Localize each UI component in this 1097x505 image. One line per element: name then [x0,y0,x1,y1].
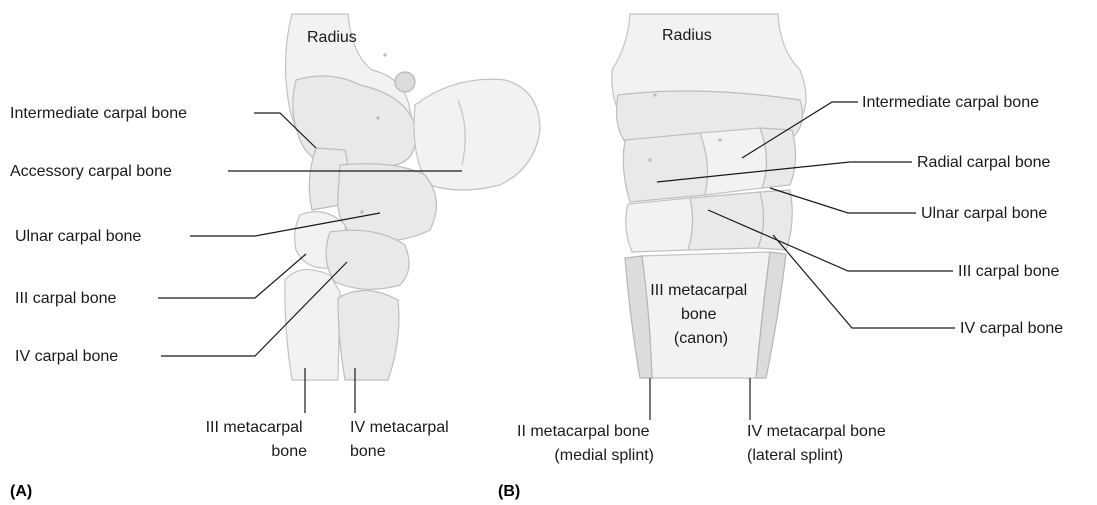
panel-a-third-metacarpal-label: III metacarpal bone [206,419,307,460]
panel-b-second-metacarpal-line-1: II metacarpal bone [517,423,650,440]
panel-b-third-carpal-label: III carpal bone [958,263,1060,280]
panel-b-tag: (B) [498,483,520,500]
panel-b-third-carpal-bone [688,192,764,250]
panel-a-radius-label: Radius [307,29,357,46]
panel-b-canon-line-2: bone [681,306,717,323]
panel-b-intermediate-carpal-label: Intermediate carpal bone [862,94,1039,111]
panel-a-accessory-carpal-label: Accessory carpal bone [10,163,172,180]
panel-b-fourth-carpal-label: IV carpal bone [960,320,1063,337]
panel-b-fourth-metacarpal-line-1: IV metacarpal bone [747,423,886,440]
panel-b-canon-line-1: III metacarpal [650,282,747,299]
panel-b-fourth-carpal-bone [758,190,792,250]
panel-b-fourth-metacarpal-label: IV metacarpal bone (lateral splint) [747,423,890,464]
panel-a-tag: (A) [10,483,32,500]
panel-a-accessory-carpal-bone [414,79,540,190]
panel-b-fourth-carpal-leader [773,235,955,328]
panel-a-ulnar-carpal-label: Ulnar carpal bone [15,228,141,245]
panel-a-fourth-carpal-label: IV carpal bone [15,348,118,365]
panel-b-canon-line-3: (canon) [674,330,728,347]
panel-a-fourth-metacarpal-label: IV metacarpal bone [350,419,453,460]
panel-a-fourth-metacarpal-line-2: bone [350,443,386,460]
panel-a-fourth-metacarpal-line-1: IV metacarpal [350,419,449,436]
panel-b-radius-label: Radius [662,27,712,44]
panel-b-second-metacarpal-label: II metacarpal bone (medial splint) [517,423,654,464]
panel-a-third-carpal-label: III carpal bone [15,290,117,307]
panel-a-intermediate-carpal-label: Intermediate carpal bone [10,105,187,122]
panel-b-intermediate-carpal-bone [700,128,767,195]
panel-b-illustration [612,14,806,378]
panel-a-third-metacarpal-line-1: III metacarpal [206,419,303,436]
panel-a-third-metacarpal-line-2: bone [271,443,307,460]
panel-a-illustration [285,14,540,380]
panel-a-third-carpal-leader [158,254,306,298]
panel-b-ulnar-carpal-label: Ulnar carpal bone [921,205,1047,222]
panel-a-third-metacarpal-shaft [285,270,340,380]
panel-b-radial-carpal-label: Radial carpal bone [917,154,1051,171]
panel-b-second-carpal-bone [626,198,693,252]
panel-a-fourth-metacarpal-shaft [338,290,399,380]
panel-b-fourth-metacarpal-line-2: (lateral splint) [747,447,843,464]
panel-b-second-metacarpal-line-2: (medial splint) [554,447,654,464]
panel-b-radial-carpal-bone [623,133,707,202]
